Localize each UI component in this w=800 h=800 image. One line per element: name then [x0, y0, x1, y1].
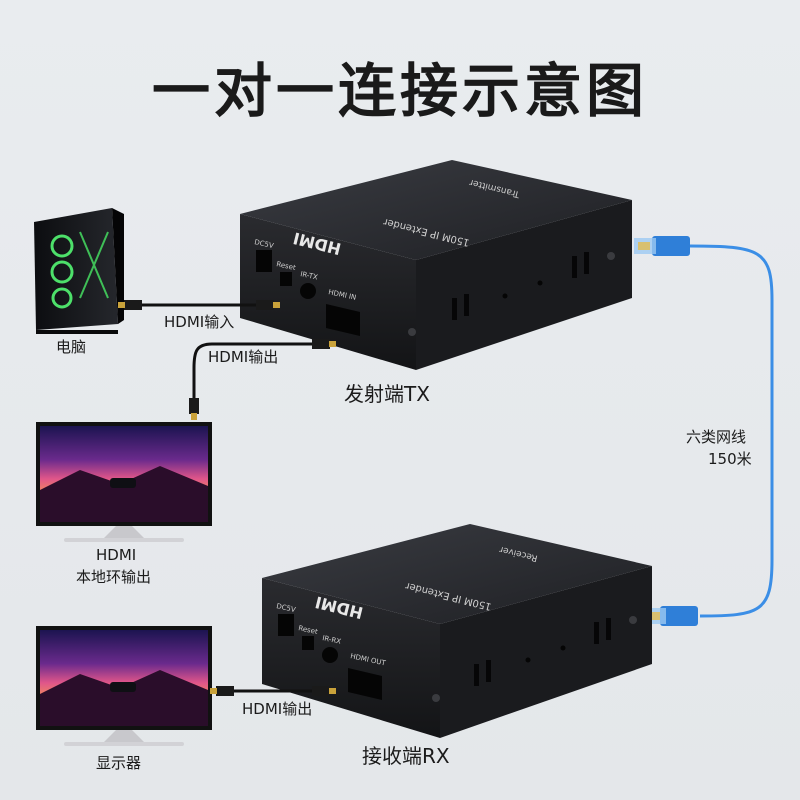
label-loop-line2: 本地环输出: [76, 568, 152, 586]
monitor-loop: [36, 422, 212, 542]
tx-port-ir: IR-TX: [300, 270, 319, 282]
label-computer: 电脑: [56, 338, 87, 356]
page-title: 一对一连接示意图: [151, 57, 648, 125]
label-cable-type: 六类网线: [686, 428, 747, 446]
rx-port-dc: DC5V: [276, 602, 297, 614]
label-hdmi-in: HDMI输入: [164, 313, 235, 331]
monitor-display: [36, 626, 212, 746]
label-rx-unit: 接收端RX: [362, 744, 450, 768]
rx-port-ir: IR-RX: [322, 634, 342, 646]
rj45-connector-rx: [644, 606, 698, 626]
label-hdmi-out-rx: HDMI输出: [242, 700, 313, 718]
computer-tower: [34, 208, 124, 334]
hdmi-cable-loop: [189, 339, 336, 420]
hdmi-cable-in: [118, 300, 280, 310]
rj45-connector-tx: [634, 236, 690, 256]
label-display: 显示器: [96, 754, 142, 772]
label-hdmi-out-tx: HDMI输出: [208, 348, 279, 366]
label-tx-unit: 发射端TX: [344, 382, 430, 406]
rx-port-reset: Reset: [298, 624, 319, 636]
rx-device: [262, 524, 652, 738]
tx-port-reset: Reset: [276, 260, 297, 272]
label-loop-line1: HDMI: [96, 546, 137, 564]
network-cable: [689, 244, 774, 618]
label-cable-length: 150米: [708, 450, 752, 468]
tx-device: [240, 160, 632, 370]
tx-port-dc: DC5V: [254, 238, 275, 250]
hdmi-cable-out: [210, 686, 336, 696]
